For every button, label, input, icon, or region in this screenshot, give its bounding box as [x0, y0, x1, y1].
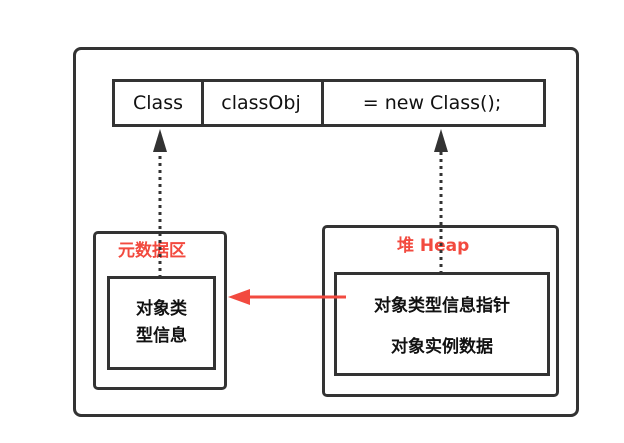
pointer-arrow [228, 289, 346, 305]
metaspace-title: 元数据区 [118, 241, 186, 261]
object-box: 对象类型信息指针 对象实例数据 [334, 272, 550, 376]
class-type-label: Class [133, 92, 183, 114]
dotted-arrow-to-new-object [434, 129, 448, 274]
class-type-cell: Class [115, 82, 204, 124]
variable-label: classObj [221, 92, 301, 114]
diagram-frame [73, 47, 579, 417]
type-info-line1: 对象类 [136, 299, 187, 319]
variable-cell: classObj [201, 82, 324, 124]
heap-title: 堆 Heap [397, 236, 470, 256]
type-info-line2: 型信息 [136, 326, 187, 346]
heap-region [322, 225, 559, 397]
metaspace-region [93, 231, 227, 390]
type-pointer-label: 对象类型信息指针 [374, 296, 510, 316]
expression-cell: = new Class(); [321, 82, 543, 124]
instance-data-label: 对象实例数据 [391, 337, 493, 357]
dotted-arrow-to-class [153, 129, 167, 278]
code-statement: Class classObj = new Class(); [112, 79, 546, 127]
expression-label: = new Class(); [362, 92, 502, 114]
